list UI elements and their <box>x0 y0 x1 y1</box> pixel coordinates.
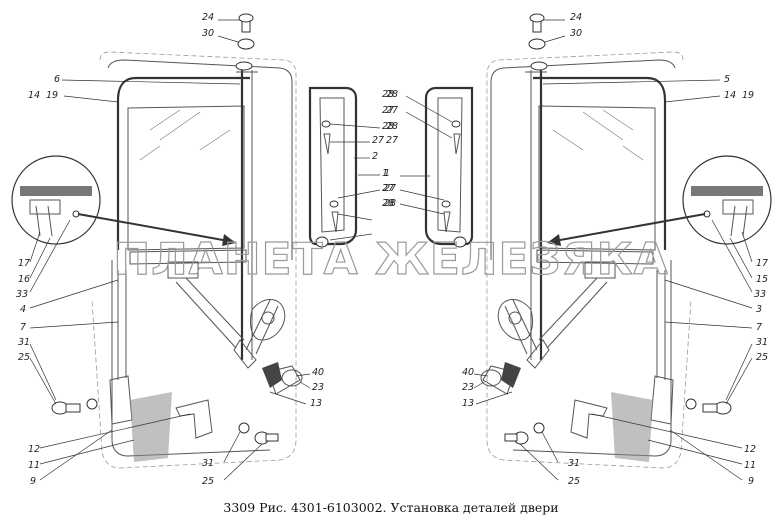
callout-label: 24 <box>202 12 214 23</box>
callout-label: 25 <box>202 476 214 487</box>
callout-label: 13 <box>462 398 474 409</box>
callout-label: 27 <box>372 135 384 146</box>
callout-label: 30 <box>202 28 214 39</box>
callout-label: 14 <box>724 90 736 101</box>
callout-label: 9 <box>748 476 754 487</box>
callout-label: 7 <box>756 322 762 333</box>
figure-caption: 3309 Рис. 4301-6103002. Установка детале… <box>223 500 558 515</box>
callout-label: 7 <box>20 322 26 333</box>
callout-label: 5 <box>724 74 730 85</box>
right-callouts: 24 30 5 14 19 28 27 28 27 1 27 28 17 15 … <box>384 12 768 487</box>
bolt-icon <box>702 401 732 415</box>
callout-label: 17 <box>756 258 768 269</box>
bolt-icon <box>51 401 81 415</box>
callout-label: 28 <box>382 89 394 100</box>
detail-inset-circle <box>682 155 772 245</box>
left-vent-seal <box>308 86 358 248</box>
callout-label: 19 <box>742 90 754 101</box>
callout-label: 11 <box>28 460 40 471</box>
screw-icon <box>528 13 548 71</box>
callout-label: 31 <box>18 337 30 348</box>
callout-label: 1 <box>384 168 390 179</box>
callout-label: 28 <box>386 121 398 132</box>
leader-lines <box>29 19 753 481</box>
left-callouts: 24 30 6 14 19 28 27 28 27 2 1 27 28 17 1… <box>16 12 394 487</box>
callout-label: 25 <box>568 476 580 487</box>
callout-label: 31 <box>756 337 768 348</box>
callout-label: 27 <box>386 135 398 146</box>
callout-label: 27 <box>382 183 394 194</box>
callout-label: 13 <box>310 398 322 409</box>
callout-label: 2 <box>372 151 378 162</box>
callout-label: 12 <box>744 444 756 455</box>
callout-label: 1 <box>382 168 388 179</box>
bolt-icon <box>254 431 279 445</box>
callout-label: 28 <box>382 121 394 132</box>
callout-label: 4 <box>20 304 26 315</box>
callout-label: 28 <box>384 198 396 209</box>
callout-label: 33 <box>754 289 766 300</box>
callout-label: 28 <box>386 89 398 100</box>
callout-label: 27 <box>386 105 398 116</box>
callout-label: 15 <box>756 274 768 285</box>
callout-label: 19 <box>46 90 58 101</box>
callout-label: 40 <box>312 367 324 378</box>
callout-label: 27 <box>384 183 396 194</box>
right-door <box>480 13 772 469</box>
callout-label: 30 <box>570 28 582 39</box>
callout-label: 33 <box>16 289 28 300</box>
watermark: ПЛАНЕТА ЖЕЛЕЗЯКА <box>113 234 668 285</box>
callout-label: 9 <box>30 476 36 487</box>
callout-label: 28 <box>382 198 394 209</box>
callout-label: 31 <box>568 458 580 469</box>
callout-label: 23 <box>312 382 324 393</box>
callout-label: 11 <box>744 460 756 471</box>
callout-label: 40 <box>462 367 474 378</box>
callout-label: 27 <box>382 105 394 116</box>
bolt-icon <box>504 431 529 445</box>
callout-label: 3 <box>756 304 762 315</box>
callout-label: 14 <box>28 90 40 101</box>
callout-label: 25 <box>756 352 768 363</box>
callout-label: 16 <box>18 274 30 285</box>
left-door <box>11 13 303 469</box>
callout-label: 25 <box>18 352 30 363</box>
callout-label: 12 <box>28 444 40 455</box>
callout-label: 6 <box>54 74 60 85</box>
detail-inset-circle <box>11 155 101 245</box>
screw-icon <box>235 13 255 71</box>
callout-label: 23 <box>462 382 474 393</box>
callout-label: 17 <box>18 258 30 269</box>
callout-label: 31 <box>202 458 214 469</box>
callout-label: 24 <box>570 12 582 23</box>
right-vent-seal <box>424 86 474 248</box>
